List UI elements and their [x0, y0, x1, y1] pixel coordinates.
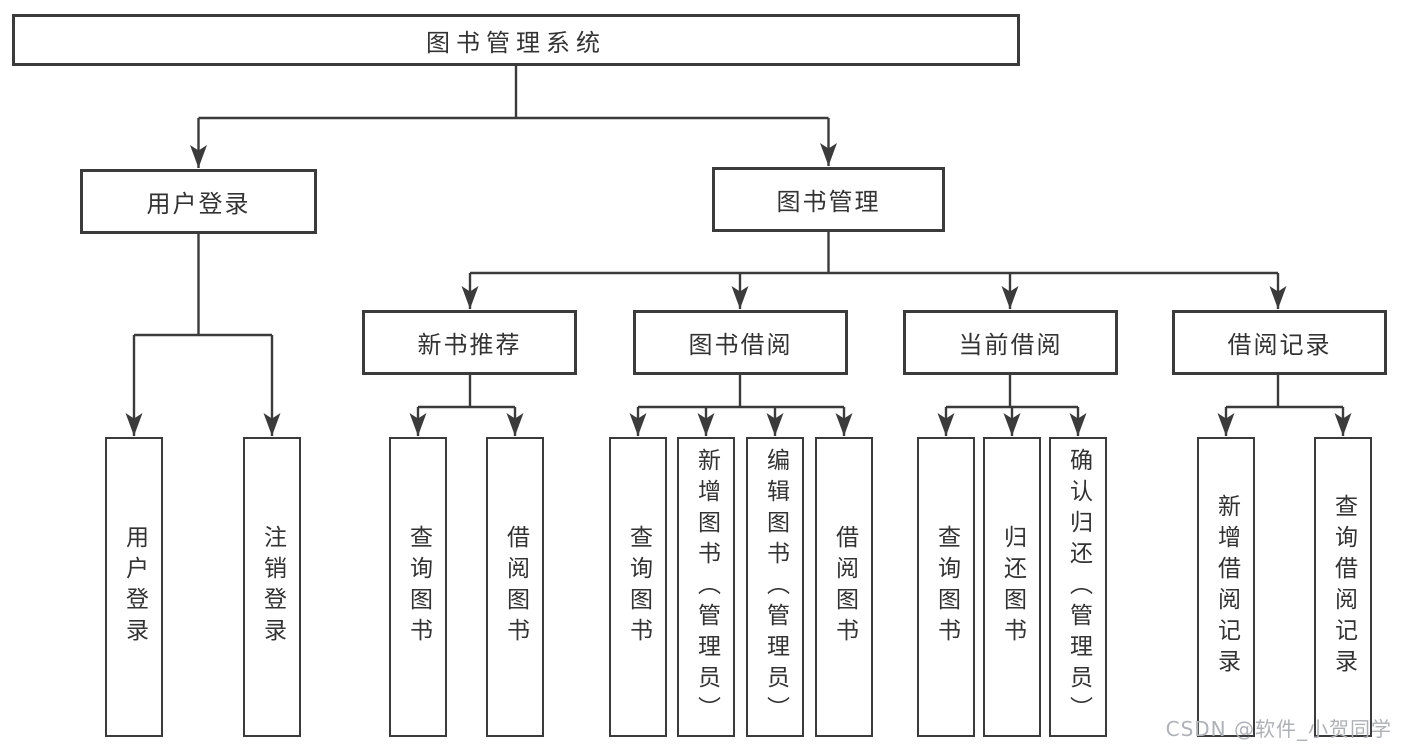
- node-new-book-recommend: 新书推荐: [362, 310, 577, 375]
- node-leaf-confirm-return-admin: 确认归还（管理员）: [1049, 437, 1107, 737]
- node-leaf-query-books-borrow: 查询图书: [609, 437, 667, 737]
- node-current-borrow: 当前借阅: [903, 310, 1118, 375]
- node-leaf-query-borrow-record: 查询借阅记录: [1314, 437, 1372, 737]
- node-leaf-add-borrow-record: 新增借阅记录: [1197, 437, 1255, 737]
- node-leaf-query-books-recommend: 查询图书: [389, 437, 447, 737]
- node-leaf-borrow-books-borrow: 借阅图书: [815, 437, 873, 737]
- node-leaf-borrow-books-recommend: 借阅图书: [486, 437, 544, 737]
- node-branch-user-login: 用户登录: [80, 169, 317, 234]
- node-library-management-system: 图书管理系统: [12, 14, 1020, 66]
- node-leaf-query-books-current: 查询图书: [917, 437, 975, 737]
- node-leaf-logout: 注销登录: [243, 437, 301, 737]
- node-branch-book-management: 图书管理: [712, 167, 945, 232]
- node-leaf-user-login: 用户登录: [105, 437, 163, 737]
- node-book-borrow: 图书借阅: [633, 310, 848, 375]
- node-borrow-records: 借阅记录: [1172, 310, 1387, 375]
- node-leaf-edit-books-admin: 编辑图书（管理员）: [746, 437, 804, 737]
- node-leaf-add-books-admin: 新增图书（管理员）: [677, 437, 735, 737]
- node-leaf-return-books: 归还图书: [983, 437, 1041, 737]
- csdn-watermark: CSDN @软件_小贺同学: [1165, 717, 1392, 741]
